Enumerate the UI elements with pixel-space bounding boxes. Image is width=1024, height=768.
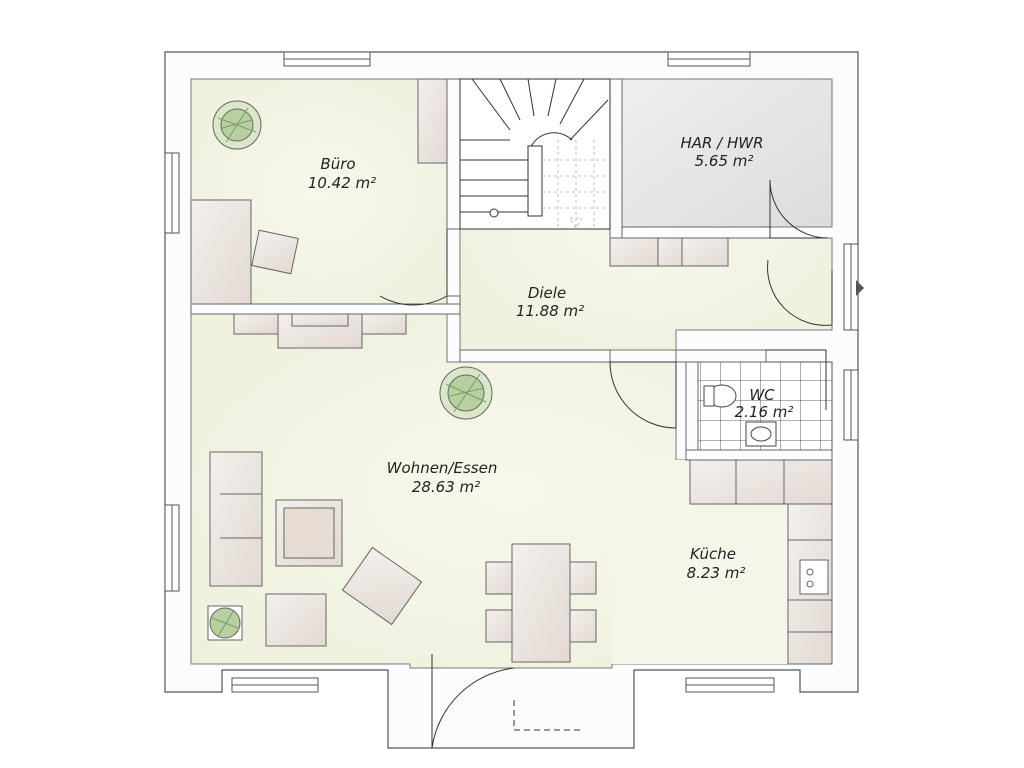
diele-cabinet-2 bbox=[657, 237, 683, 267]
room-name-wohnen: Wohnen/Essen bbox=[387, 459, 498, 477]
wall-buero-right bbox=[446, 78, 461, 230]
wall-wc-bottom bbox=[685, 449, 833, 461]
room-name-buero: Büro bbox=[320, 155, 355, 173]
buero-chair bbox=[251, 229, 299, 275]
room-area-wohnen: 28.63 m² bbox=[412, 478, 480, 496]
dining-chair-3 bbox=[569, 561, 597, 595]
room-area-wc: 2.16 m² bbox=[735, 403, 794, 421]
wall-buero-bottom bbox=[190, 303, 461, 315]
room-area-kueche: 8.23 m² bbox=[687, 564, 746, 582]
door-front bbox=[431, 654, 515, 749]
wohnen-furniture bbox=[207, 313, 597, 663]
diele-cabinet-3 bbox=[681, 237, 729, 267]
door-har bbox=[769, 179, 829, 239]
wall-wc-left bbox=[685, 361, 699, 461]
door-wc bbox=[766, 349, 827, 410]
corner-plant-icon bbox=[207, 605, 243, 641]
kueche-furniture bbox=[689, 459, 833, 665]
dining-chair-2 bbox=[485, 609, 513, 643]
wall-har-bottom bbox=[621, 226, 771, 239]
sideboard-3 bbox=[361, 313, 407, 335]
room-name-wc: WC bbox=[749, 386, 775, 404]
entrance-arrow-icon bbox=[856, 280, 864, 296]
tv-screen bbox=[291, 313, 349, 327]
armchair-1 bbox=[265, 593, 327, 647]
armchair-2 bbox=[341, 546, 423, 626]
dining-chair-1 bbox=[485, 561, 513, 595]
diele-cabinet-1 bbox=[609, 237, 659, 267]
room-name-diele: Diele bbox=[528, 284, 566, 302]
buero-furniture bbox=[190, 78, 448, 305]
sofa bbox=[209, 451, 263, 587]
wc-fixtures bbox=[703, 384, 777, 447]
windows bbox=[164, 51, 859, 693]
sideboard-1 bbox=[233, 313, 279, 335]
dining-table bbox=[511, 543, 571, 663]
dining-chair-4 bbox=[569, 609, 597, 643]
diele-furniture bbox=[609, 237, 729, 267]
door-terrace bbox=[513, 700, 582, 731]
interior-walls bbox=[190, 78, 833, 461]
staircase bbox=[459, 78, 611, 230]
room-name-kueche: Küche bbox=[690, 545, 736, 563]
buero-cabinet bbox=[417, 78, 448, 164]
room-area-buero: 10.42 m² bbox=[308, 174, 376, 192]
buero-desk bbox=[190, 199, 252, 305]
wall-stair-right bbox=[609, 78, 623, 239]
door-wohnen bbox=[609, 361, 677, 429]
room-name-har: HAR / HWR bbox=[680, 134, 763, 152]
stove-icon bbox=[799, 559, 829, 595]
wall-diele-bottom-right bbox=[675, 349, 767, 363]
door-diele-right bbox=[767, 259, 833, 326]
room-area-har: 5.65 m² bbox=[695, 152, 754, 170]
doors bbox=[379, 179, 833, 749]
door-buero bbox=[379, 229, 448, 306]
room-area-diele: 11.88 m² bbox=[516, 302, 584, 320]
wall-diele-bottom bbox=[459, 349, 611, 363]
counter-top bbox=[689, 459, 833, 505]
room-labels: Büro 10.42 m² HAR / HWR 5.65 m² Diele 11… bbox=[308, 134, 794, 582]
buero-plant-icon bbox=[212, 100, 262, 150]
living-plant-icon bbox=[439, 366, 493, 420]
